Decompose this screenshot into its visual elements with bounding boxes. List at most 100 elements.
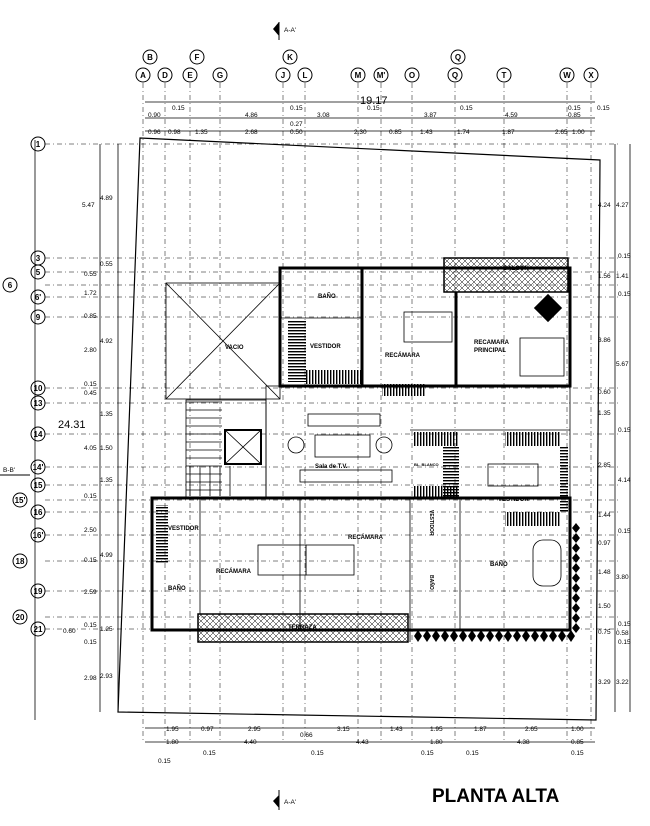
dimension-value: 4.24 <box>598 202 611 209</box>
plant <box>441 630 449 642</box>
dimension-value: 0.15 <box>568 105 581 112</box>
dimension-value: 4.92 <box>100 338 113 345</box>
dimension-value: 0.15 <box>84 493 97 500</box>
dimension-value: 4.27 <box>616 202 629 209</box>
axis-bubble <box>30 527 46 543</box>
plant <box>540 630 548 642</box>
axis-label: X <box>588 71 594 80</box>
dimensions-top: 0.900.154.860.153.080.153.870.154.590.15… <box>145 105 610 136</box>
dimension-value: 0.90 <box>148 112 161 119</box>
axis-bubble <box>373 67 389 83</box>
axis-label: 14' <box>33 463 44 472</box>
plant <box>504 630 512 642</box>
axis-label: 6 <box>8 281 13 290</box>
axis-bubble <box>2 277 18 293</box>
room-bano-1: BAÑO <box>318 293 336 300</box>
axis-label: Q <box>452 71 458 80</box>
dimension-value: 4.38 <box>517 739 530 746</box>
dimension-value: 1.43 <box>390 726 403 733</box>
dimension-value: 0.45 <box>84 390 97 397</box>
closet <box>505 432 561 446</box>
closet <box>413 432 459 446</box>
axis-bubble <box>496 67 512 83</box>
dimension-value: 1.00 <box>571 726 584 733</box>
dimension-value: 2.95 <box>248 726 261 733</box>
room-sala-tv: Sala de T.V. <box>315 464 348 470</box>
dimension-value: 3.08 <box>317 112 330 119</box>
dimension-value: 1.74 <box>457 129 470 136</box>
axis-label: F <box>195 53 200 62</box>
dimension-value: 0.15 <box>158 758 171 765</box>
axis-label: W <box>563 71 571 80</box>
dimension-value: 0.15 <box>618 528 631 535</box>
bed <box>305 544 355 576</box>
dimension-value: 0.15 <box>421 750 434 757</box>
closet <box>443 446 459 498</box>
dimension-value: 0.50 <box>290 129 303 136</box>
dimension-value: 0.15 <box>571 750 584 757</box>
closet <box>413 486 459 498</box>
axis-bubble <box>583 67 599 83</box>
plant <box>513 630 521 642</box>
dimension-value: 1.87 <box>474 726 487 733</box>
closet <box>156 505 168 563</box>
room-bano-3: BAÑO <box>490 561 508 568</box>
dimension-value: 0.15 <box>618 253 631 260</box>
plant <box>531 630 539 642</box>
axis-bubble <box>135 67 151 83</box>
dimension-value: 4.89 <box>100 195 113 202</box>
closet <box>560 446 568 512</box>
bed <box>403 311 453 343</box>
room-bano-4: BAÑO <box>428 575 435 590</box>
plant <box>495 630 503 642</box>
dimension-value: 0.85 <box>568 112 581 119</box>
dimension-value: 1.50 <box>100 445 113 452</box>
axis-bubble <box>30 504 46 520</box>
dimension-value: 2.59 <box>84 589 97 596</box>
dimension-value: 1.95 <box>166 726 179 733</box>
island <box>487 463 539 487</box>
plant <box>572 523 580 533</box>
dimension-value: 0.15 <box>618 621 631 628</box>
axis-bubble <box>30 264 46 280</box>
axis-bubble <box>12 553 28 569</box>
closet <box>306 370 362 384</box>
dimension-value: 2.65 <box>555 129 568 136</box>
dimension-value: 1.87 <box>502 129 515 136</box>
dimension-value: 3.80 <box>616 574 629 581</box>
room-labels: BALCON BAÑO VESTIDOR RECÁMARA RECAMARA P… <box>168 266 529 631</box>
dimension-value: 0.66 <box>300 732 313 739</box>
dimension-value: 2.85 <box>598 462 611 469</box>
axis-bubble <box>30 309 46 325</box>
dimension-value: 0.55 <box>84 271 97 278</box>
axis-label: D <box>162 71 168 80</box>
room-recamara-2: RECÁMARA <box>216 568 252 575</box>
plant <box>549 630 557 642</box>
room-recamara-3: RECÁMARA <box>348 534 384 541</box>
dimension-value: 0.15 <box>367 105 380 112</box>
axis-label: L <box>303 71 308 80</box>
dimension-value: 1.44 <box>598 512 611 519</box>
axis-label: G <box>217 71 223 80</box>
plant <box>459 630 467 642</box>
dimension-value: 0.15 <box>618 427 631 434</box>
plant <box>450 630 458 642</box>
plant <box>414 630 422 642</box>
bed <box>257 544 307 576</box>
plant <box>572 593 580 603</box>
section-marker-left: B-B' <box>0 467 30 476</box>
dimension-value: 2.80 <box>84 347 97 354</box>
axis-bubble <box>182 67 198 83</box>
terrace <box>197 613 409 643</box>
axis-label: 14 <box>34 430 43 439</box>
axis-label: A <box>140 71 146 80</box>
dimension-value: 0.15 <box>84 557 97 564</box>
balcony <box>443 257 569 293</box>
axis-label: 18 <box>16 557 25 566</box>
dimension-value: 2.93 <box>100 673 113 680</box>
axis-bubble <box>297 67 313 83</box>
dimension-value: 0.58 <box>616 630 629 637</box>
axis-label: 10 <box>34 384 43 393</box>
dimension-value: 1.80 <box>166 739 179 746</box>
